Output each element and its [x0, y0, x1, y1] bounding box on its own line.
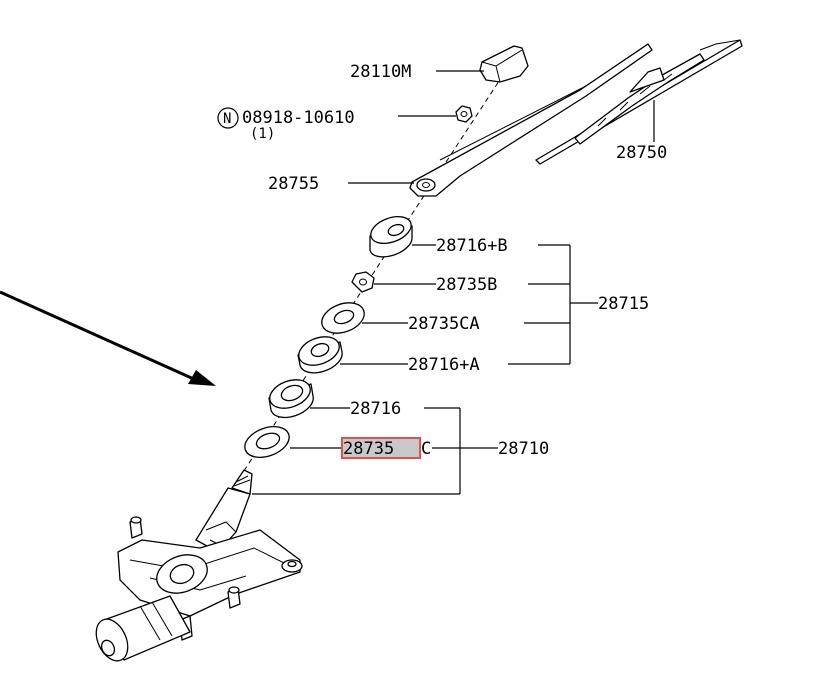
label-28110M: 28110M: [350, 62, 411, 82]
wiper-blade: [535, 39, 743, 165]
bushing-28716: [268, 379, 314, 419]
label-28735c-suffix: C: [421, 439, 431, 459]
small-nut: [351, 271, 375, 293]
washer-c: [244, 426, 290, 458]
pointer-arrow: [0, 290, 216, 386]
label-28715: 28715: [598, 294, 649, 314]
arm-nut: [455, 105, 473, 123]
label-28710: 28710: [498, 439, 549, 459]
label-28716: 28716: [350, 399, 401, 419]
highlight-box: [341, 437, 421, 459]
leader-lines: [252, 70, 655, 495]
label-28716-b: 28716+B: [436, 236, 508, 256]
cover-cap: [479, 45, 529, 83]
label-28716-a: 28716+A: [408, 355, 480, 375]
label-28755: 28755: [268, 174, 319, 194]
wiper-arm: [409, 43, 653, 197]
label-28735c-highlighted: 28735: [343, 439, 394, 459]
bushing-a: [297, 336, 343, 374]
label-08918-qty: (1): [250, 126, 275, 142]
bushing-top: [369, 215, 413, 258]
wiper-motor: [95, 469, 303, 662]
label-28735b: 28735B: [436, 275, 497, 295]
label-28735ca: 28735CA: [408, 314, 480, 334]
part-note-08918: N 08918-10610 (1): [217, 107, 355, 142]
n-prefix: N: [223, 111, 231, 127]
label-08918: 08918-10610: [242, 108, 355, 128]
label-28750: 28750: [616, 143, 667, 163]
washer-ca: [321, 302, 365, 334]
